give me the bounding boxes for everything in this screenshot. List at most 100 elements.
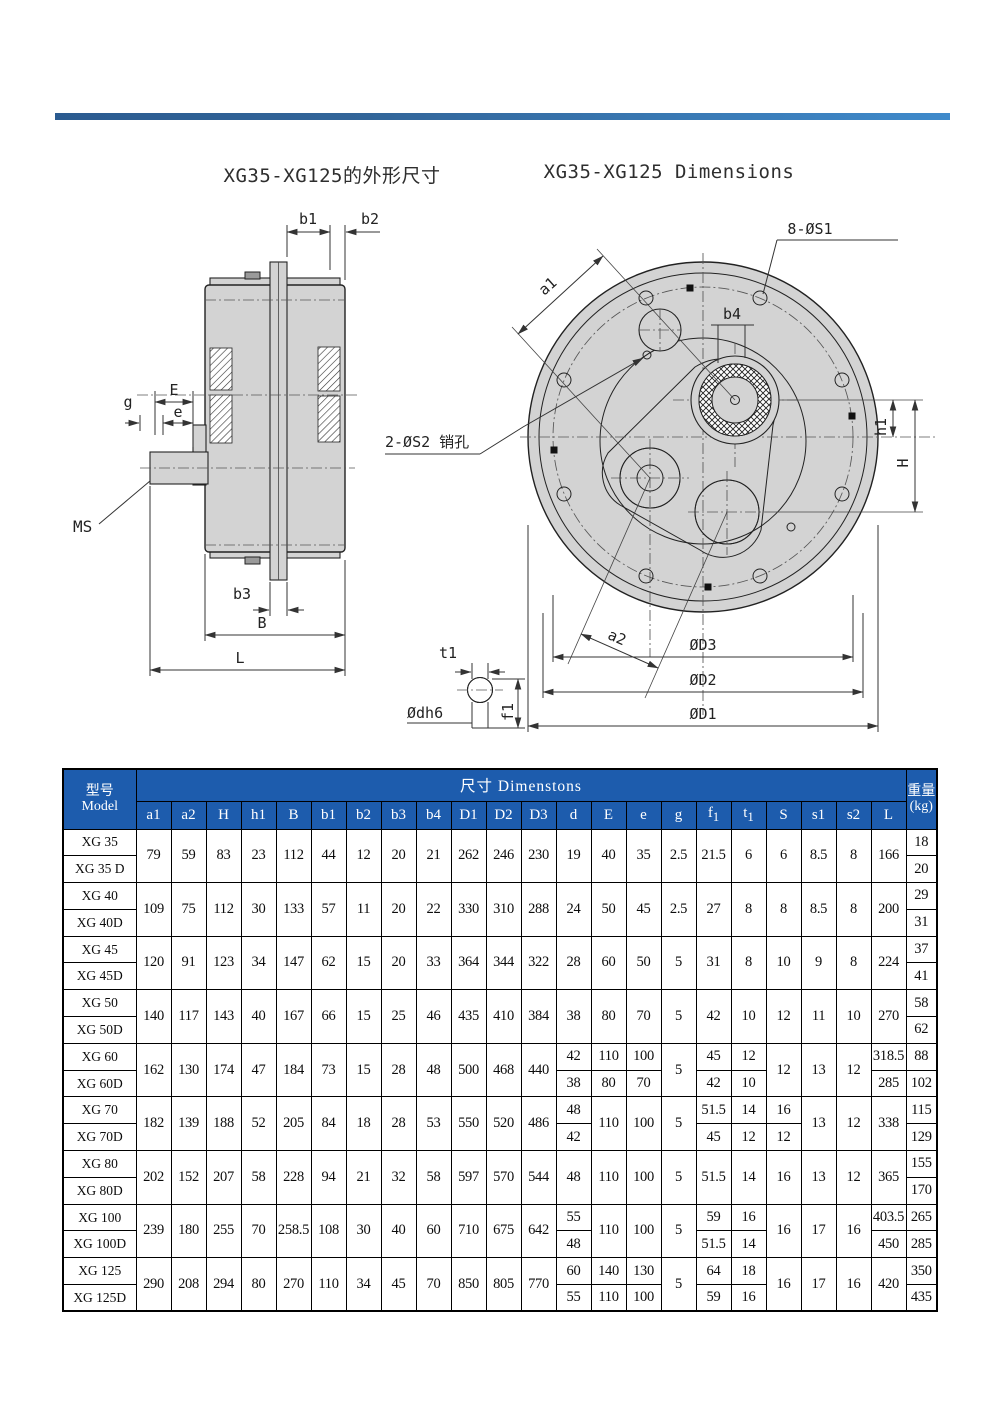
value-cell: 83 (205, 828, 242, 884)
page-title-chinese: XG35-XG125的外形尺寸 (223, 165, 441, 187)
value-cell: 239 (135, 1203, 172, 1259)
value-cell: 435 (450, 989, 487, 1044)
dim-label-b3: b3 (233, 585, 251, 603)
value-cell: 364 (450, 935, 487, 991)
value-cell: 13 (800, 1150, 837, 1205)
value-cell: 230 (520, 828, 557, 884)
value-cell: 30 (345, 1203, 382, 1259)
value-cell: 55 (555, 1284, 592, 1312)
value-cell: 10 (730, 1069, 767, 1098)
value-cell: 20 (380, 882, 417, 937)
value-cell: 8 (765, 882, 802, 937)
value-cell: 18 (345, 1096, 382, 1152)
dim-label-B: B (257, 614, 266, 632)
model-cell: XG 50D (62, 1016, 137, 1044)
value-cell: 66 (310, 989, 347, 1044)
value-cell: 130 (625, 1257, 662, 1286)
dim-label-b2: b2 (361, 210, 379, 228)
header-weight-zh: 重量 (907, 783, 936, 799)
value-cell: 224 (870, 935, 907, 991)
value-cell: 338 (870, 1096, 907, 1152)
value-cell: 200 (870, 882, 907, 937)
value-cell: 139 (170, 1096, 207, 1152)
value-cell: 255 (205, 1203, 242, 1259)
value-cell: 8 (835, 882, 872, 937)
value-cell: 112 (275, 828, 312, 884)
value-cell: 110 (590, 1284, 627, 1312)
value-cell: 12 (835, 1096, 872, 1152)
value-cell: 166 (870, 828, 907, 884)
value-cell: 290 (135, 1257, 172, 1312)
value-cell: 42 (695, 1069, 732, 1098)
column-header: a1 (135, 800, 172, 830)
value-cell: 12 (730, 1042, 767, 1071)
value-cell: 850 (450, 1257, 487, 1312)
value-cell: 365 (870, 1150, 907, 1205)
value-cell: 79 (135, 828, 172, 884)
value-cell: 12 (765, 1123, 802, 1152)
value-cell: 11 (345, 882, 382, 937)
model-cell: XG 60 (62, 1042, 137, 1071)
value-cell: 13 (800, 1096, 837, 1152)
value-cell: 25 (380, 989, 417, 1044)
model-cell: XG 125D (62, 1284, 137, 1312)
value-cell: 59 (695, 1203, 732, 1232)
value-cell: 40 (240, 989, 277, 1044)
column-header: H (205, 800, 242, 830)
value-cell: 174 (205, 1042, 242, 1098)
value-cell: 40 (380, 1203, 417, 1259)
value-cell: 12 (835, 1150, 872, 1205)
value-cell: 147 (275, 935, 312, 991)
value-cell: 100 (625, 1284, 662, 1312)
value-cell: 262 (450, 828, 487, 884)
value-cell: 94 (310, 1150, 347, 1205)
value-cell: 5 (660, 1096, 697, 1152)
column-header: d (555, 800, 592, 830)
header-weight: 重量 (kg) (905, 768, 938, 830)
value-cell: 110 (310, 1257, 347, 1312)
value-cell: 310 (485, 882, 522, 937)
value-cell: 597 (450, 1150, 487, 1205)
dim-label-D3: ØD3 (689, 636, 716, 654)
model-cell: XG 70D (62, 1123, 137, 1152)
input-bore (619, 447, 681, 509)
model-cell: XG 100 (62, 1203, 137, 1232)
dim-label-h1: h1 (872, 418, 890, 436)
model-cell: XG 45D (62, 962, 137, 991)
value-cell: 12 (345, 828, 382, 884)
dim-label-g: g (123, 393, 132, 411)
value-cell: 51.5 (695, 1230, 732, 1259)
value-cell: 162 (135, 1042, 172, 1098)
column-header: a2 (170, 800, 207, 830)
value-cell: 58 (240, 1150, 277, 1205)
value-cell: 48 (415, 1042, 452, 1098)
callout-MS: MS (73, 517, 92, 536)
value-cell: 21.5 (695, 828, 732, 884)
value-cell: 58 (905, 989, 938, 1018)
value-cell: 294 (205, 1257, 242, 1312)
value-cell: 84 (310, 1096, 347, 1152)
dim-label-a1: a1 (535, 274, 560, 299)
value-cell: 208 (170, 1257, 207, 1312)
value-cell: 16 (765, 1150, 802, 1205)
model-cell: XG 40D (62, 908, 137, 937)
value-cell: 228 (275, 1150, 312, 1205)
value-cell: 70 (415, 1257, 452, 1312)
value-cell: 710 (450, 1203, 487, 1259)
value-cell: 11 (800, 989, 837, 1044)
value-cell: 27 (695, 882, 732, 937)
value-cell: 80 (240, 1257, 277, 1312)
value-cell: 22 (415, 882, 452, 937)
value-cell: 12 (765, 1042, 802, 1098)
value-cell: 15 (345, 935, 382, 991)
model-cell: XG 45 (62, 935, 137, 964)
dim-label-D2: ØD2 (689, 671, 716, 689)
model-cell: XG 70 (62, 1096, 137, 1125)
value-cell: 48 (555, 1096, 592, 1125)
value-cell: 34 (240, 935, 277, 991)
value-cell: 102 (905, 1069, 938, 1098)
value-cell: 770 (520, 1257, 557, 1312)
